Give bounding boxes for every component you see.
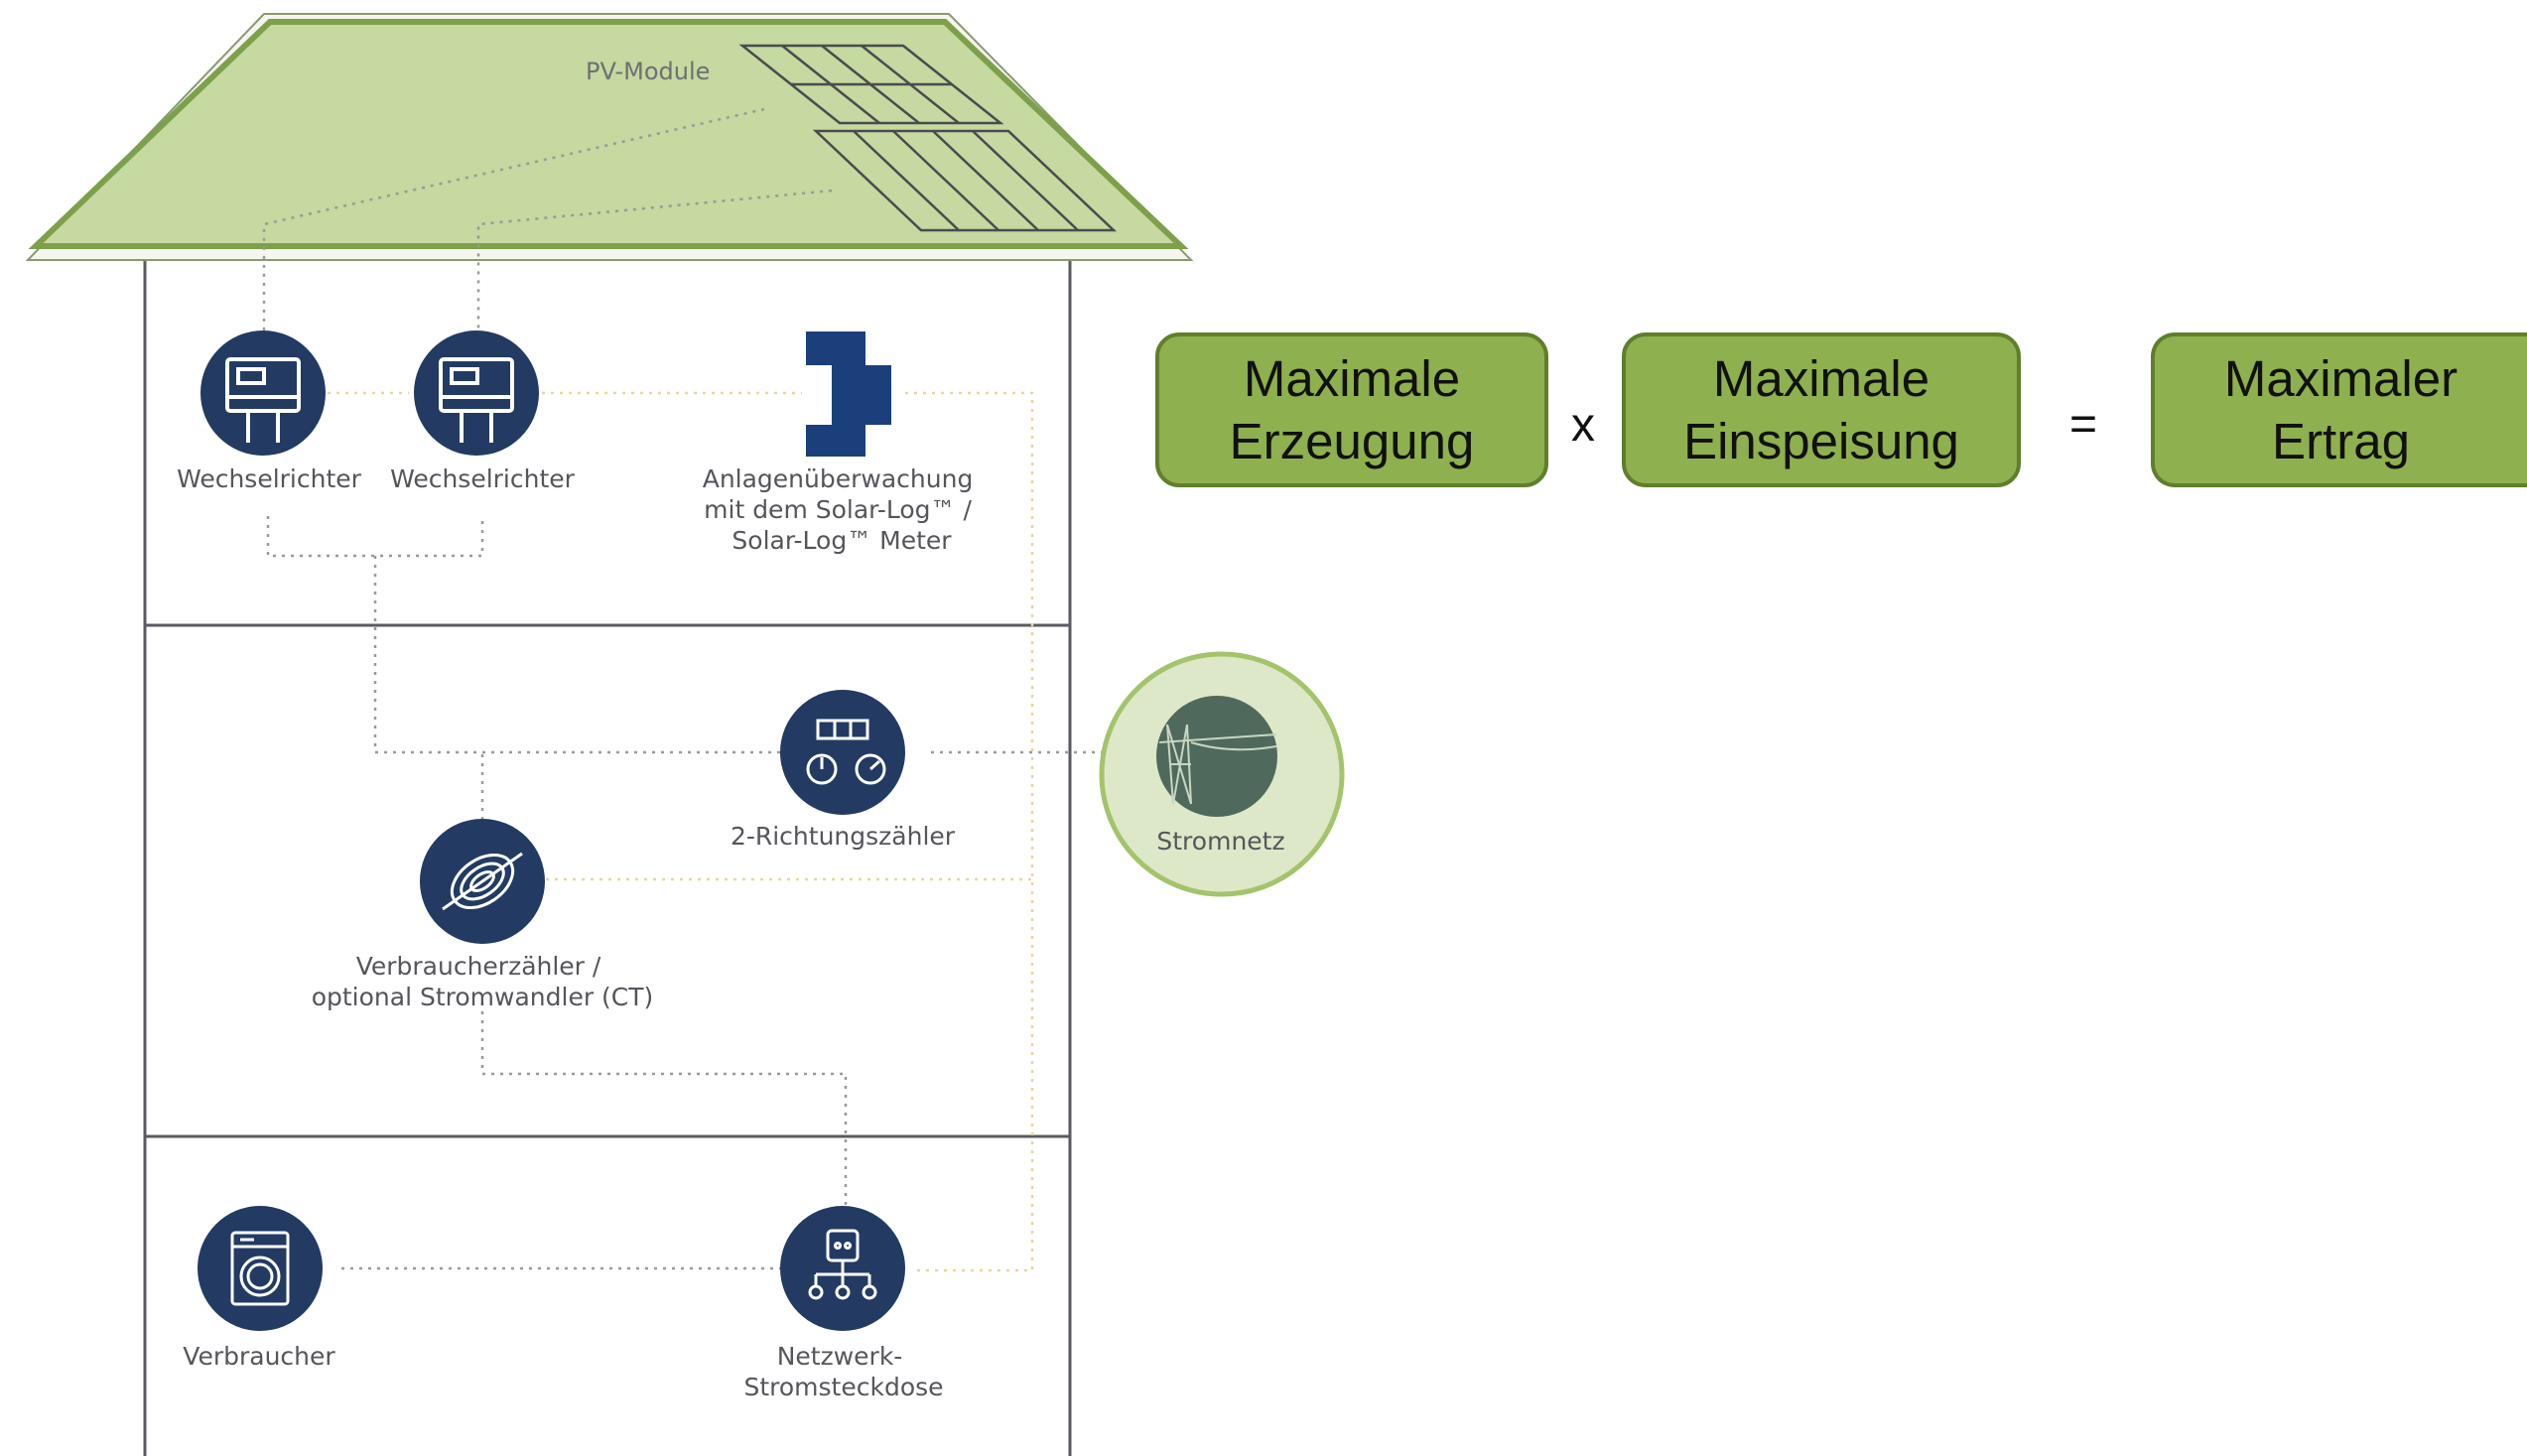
bidirectional-meter: 2-Richtungszähler bbox=[731, 690, 956, 851]
inverter-2-label: Wechselrichter bbox=[390, 464, 576, 493]
consumption-meter: Verbraucherzähler / optional Stromwandle… bbox=[312, 819, 654, 1011]
bidirectional-meter-label: 2-Richtungszähler bbox=[731, 822, 956, 851]
svg-text:Anlagenüberwachung mit d: Anlagenüberwachung mit dem Solar-Log™ / … bbox=[703, 464, 982, 555]
max-generation-line1: Maximale bbox=[1243, 350, 1461, 407]
multiply-operator: x bbox=[1571, 399, 1595, 452]
house-outline bbox=[143, 246, 1072, 1456]
monitoring: Anlagenüberwachung mit dem Solar-Log™ / … bbox=[703, 331, 982, 555]
network-socket-label-line1: Netzwerk- bbox=[777, 1342, 903, 1371]
max-yield-line1: Maximaler bbox=[2223, 350, 2459, 407]
pv-module-label: PV-Module bbox=[586, 58, 710, 85]
transmission-tower-icon bbox=[1158, 724, 1277, 805]
max-generation-box: Maximale Erzeugung bbox=[1155, 332, 1548, 487]
smart-plug-icon bbox=[808, 1229, 877, 1300]
svg-text:Netzwerk- Stromsteckdose: Netzwerk- Stromsteckdose bbox=[743, 1342, 943, 1401]
pv-panels-icon bbox=[738, 44, 1118, 232]
solar-log-logo-icon bbox=[806, 331, 891, 457]
max-yield-box: Maximaler Ertrag bbox=[2151, 332, 2527, 487]
max-feed-in-line1: Maximale bbox=[1712, 350, 1930, 407]
current-transformer-icon bbox=[442, 852, 523, 911]
power-grid: Stromnetz bbox=[1099, 651, 1345, 897]
equals-operator: = bbox=[2069, 398, 2098, 451]
network-socket: Netzwerk- Stromsteckdose bbox=[743, 1206, 944, 1401]
data-cables bbox=[328, 391, 1034, 1272]
inverter-2: Wechselrichter bbox=[390, 331, 576, 493]
dc-cables bbox=[262, 107, 1104, 1270]
washing-machine-icon bbox=[230, 1231, 290, 1306]
consumer: Verbraucher bbox=[183, 1206, 335, 1371]
consumption-meter-label-line1: Verbraucherzähler / bbox=[356, 952, 601, 981]
monitoring-label-line1: Anlagenüberwachung bbox=[703, 464, 974, 493]
inverter-1-label: Wechselrichter bbox=[177, 464, 362, 493]
max-feed-in-line2: Einspeisung bbox=[1683, 413, 1959, 469]
inverter-1: Wechselrichter bbox=[177, 331, 362, 493]
monitoring-label-line3: Solar-Log™ Meter bbox=[732, 526, 952, 555]
meter-icon bbox=[806, 719, 886, 785]
svg-text:Verbraucherzähler / opti: Verbraucherzähler / optional Stromwandle… bbox=[312, 952, 654, 1011]
monitoring-label-line2: mit dem Solar-Log™ / bbox=[704, 495, 972, 524]
consumption-meter-label-line2: optional Stromwandler (CT) bbox=[312, 983, 654, 1011]
grid-label: Stromnetz bbox=[1156, 827, 1284, 856]
inverter-icon bbox=[225, 357, 301, 443]
network-socket-label-line2: Stromsteckdose bbox=[743, 1373, 943, 1401]
max-generation-line2: Erzeugung bbox=[1229, 413, 1475, 469]
max-yield-line2: Ertrag bbox=[2272, 413, 2410, 469]
roof: PV-Module bbox=[25, 13, 1194, 261]
consumer-label: Verbraucher bbox=[183, 1342, 335, 1371]
inverter-icon bbox=[439, 357, 514, 443]
max-feed-in-box: Maximale Einspeisung bbox=[1622, 332, 2021, 487]
